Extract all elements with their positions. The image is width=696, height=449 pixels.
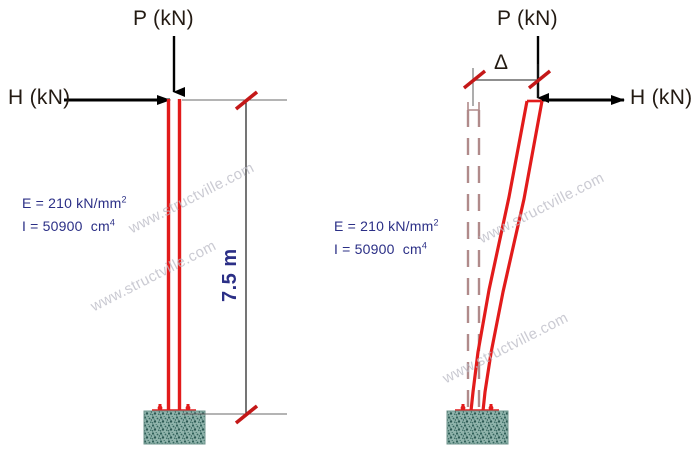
- deflection-dimension-right: [462, 64, 552, 106]
- deflection-label: Δ: [494, 51, 509, 74]
- original-position-ghost: [466, 102, 481, 408]
- foundation-block-left: [143, 410, 206, 445]
- base-plate-right: [455, 404, 499, 413]
- axial-load-label-right: P (kN): [497, 7, 558, 30]
- height-dimension-label: 7.5 m: [219, 248, 241, 302]
- figure-undeformed: [64, 36, 287, 445]
- lateral-load-label-right: H (kN): [630, 86, 693, 109]
- property-modulus-left: E = 210 kN/mm2: [22, 194, 127, 211]
- axial-load-label-left: P (kN): [133, 7, 194, 30]
- property-inertia-right: I = 50900 cm4: [334, 240, 428, 257]
- lateral-load-label-left: H (kN): [8, 86, 71, 109]
- foundation-block-right: [446, 410, 509, 445]
- dimension-ticks-left: [234, 90, 259, 425]
- column-member-right: [469, 99, 544, 412]
- column-member-left: [166, 99, 182, 412]
- property-inertia-left: I = 50900 cm4: [22, 217, 116, 234]
- dimension-extension-lines-left: [182, 99, 287, 415]
- figure-deformed: [446, 36, 625, 445]
- property-modulus-right: E = 210 kN/mm2: [334, 217, 439, 234]
